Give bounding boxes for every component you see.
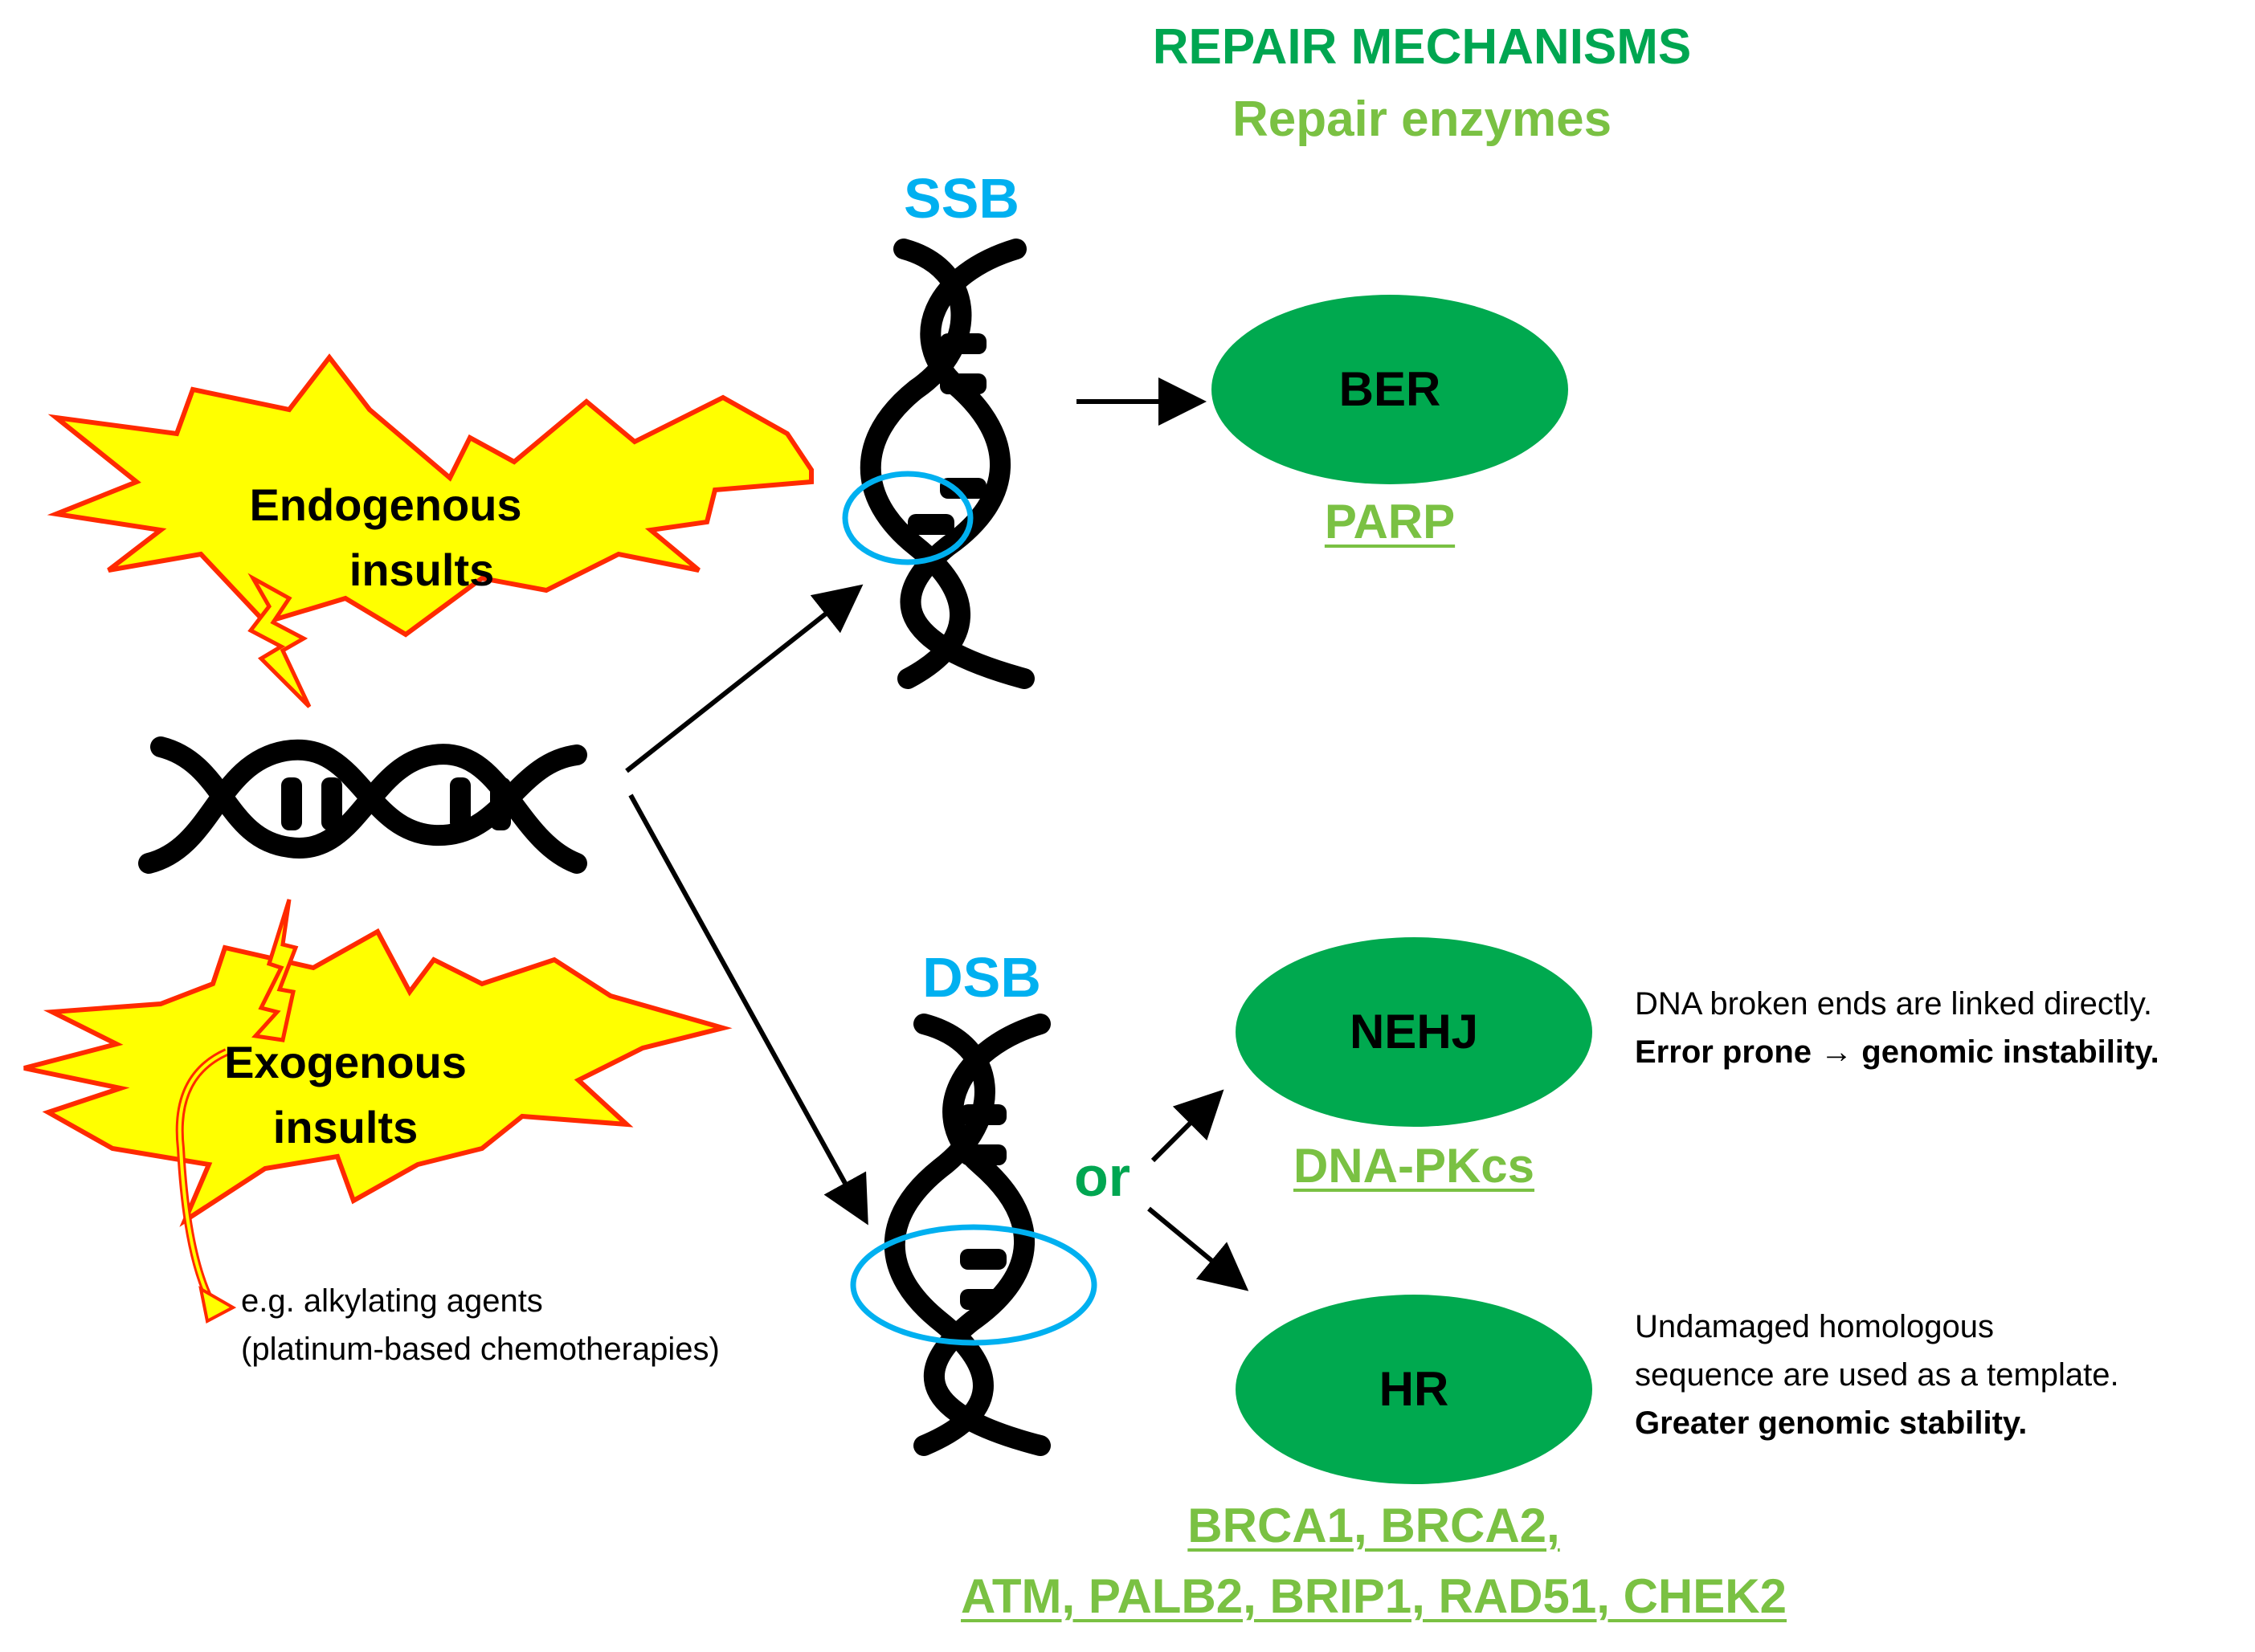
nehj-note: DNA broken ends are linked directly. Err… <box>1635 980 2159 1076</box>
endogenous-insults-label: Endogenous insults <box>241 472 530 602</box>
dsb-label: DSB <box>922 946 1041 1009</box>
hr-note: Undamaged homologous sequence are used a… <box>1635 1303 2119 1447</box>
ssb-label: SSB <box>904 167 1019 230</box>
nehj-note-line-1: DNA broken ends are linked directly. <box>1635 986 2153 1022</box>
exogenous-line-2: insults <box>272 1102 419 1153</box>
example-line-2: (platinum-based chemotherapies) <box>241 1332 720 1367</box>
endogenous-line-1: Endogenous <box>249 479 522 530</box>
hr-note-line-1: Undamaged homologous <box>1635 1309 1994 1344</box>
right-arrow-icon: → <box>1820 1034 1853 1070</box>
exogenous-lightning-bolt-icon <box>251 899 299 1042</box>
nehj-label: NEHJ <box>1349 1005 1479 1059</box>
hr-note-line-2: sequence are used as a template. <box>1635 1357 2119 1393</box>
exogenous-example-text: e.g. alkylating agents (platinum-based c… <box>241 1277 720 1373</box>
ber-enzyme-parp: PARP <box>1324 495 1456 549</box>
arrow-to-hr <box>1147 1206 1249 1291</box>
or-label: or <box>1074 1145 1130 1208</box>
dsb-dna-helix-icon <box>884 1014 1051 1456</box>
exogenous-line-1: Exogenous <box>224 1037 467 1087</box>
example-line-1: e.g. alkylating agents <box>241 1283 543 1319</box>
arrow-to-nehj <box>1150 1089 1224 1163</box>
ber-ellipse <box>1211 295 1568 484</box>
endogenous-line-2: insults <box>349 545 495 596</box>
hr-label: HR <box>1379 1362 1449 1416</box>
dna-helix-horizontal-icon <box>138 736 587 874</box>
nehj-ellipse <box>1236 937 1592 1127</box>
nehj-note-line-2: Error prone → genomic instability. <box>1635 1028 2159 1076</box>
dsb-break-marker <box>850 1224 1097 1346</box>
arrow-to-dsb <box>628 793 868 1226</box>
diagram-subtitle: Repair enzymes <box>1232 92 1612 147</box>
hr-note-stability: Greater genomic stability. <box>1635 1405 2028 1441</box>
nehj-note-genomic-instability: genomic instability. <box>1861 1034 2159 1070</box>
hr-enzymes-line-1: BRCA1, BRCA2, <box>1187 1499 1560 1552</box>
ssb-dna-helix-icon <box>860 239 1035 689</box>
example-arrow-head-icon <box>198 1286 237 1324</box>
hr-enzymes-line-2: ATM, PALB2, BRIP1, RAD51, CHEK2 <box>961 1569 1787 1623</box>
hr-note-line-3: Greater genomic stability. <box>1635 1399 2119 1447</box>
arrow-to-ssb <box>625 584 864 773</box>
ber-label: BER <box>1338 362 1441 416</box>
hr-ellipse <box>1236 1295 1592 1484</box>
endogenous-lightning-bolt-icon <box>247 573 312 708</box>
endogenous-starburst-icon <box>47 353 814 638</box>
exogenous-starburst-icon <box>23 928 733 1227</box>
nehj-note-error-prone: Error prone <box>1635 1034 1812 1070</box>
diagram-title: REPAIR MECHANISMS <box>1152 19 1692 75</box>
exogenous-insults-label: Exogenous insults <box>201 1030 490 1160</box>
ssb-break-marker <box>842 471 974 565</box>
nehj-enzyme-dna-pkcs: DNA-PKcs <box>1293 1139 1535 1193</box>
